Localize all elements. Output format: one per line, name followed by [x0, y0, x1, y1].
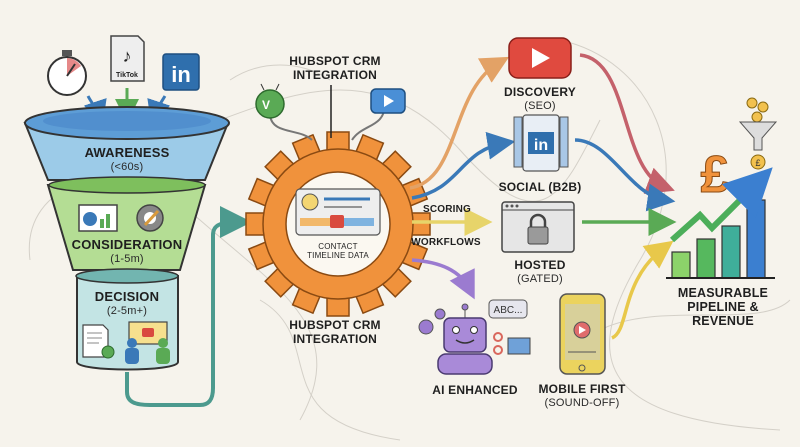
funnel-awareness [23, 106, 230, 181]
svg-text:V: V [262, 98, 270, 112]
hosted-lock-browser-icon [501, 201, 575, 253]
scissors-film-icon [493, 332, 531, 355]
channel-mobile-label: MOBILE FIRST (SOUND-OFF) [538, 382, 626, 409]
funnel-consideration [46, 176, 207, 271]
background-doodles [28, 39, 791, 441]
revenue-bar [721, 225, 741, 279]
channel-discovery-label: DISCOVERY (SEO) [503, 85, 577, 112]
svg-text:in: in [534, 137, 548, 154]
flow-scoring-label: SCORING [422, 204, 472, 215]
outcome-label: MEASURABLE PIPELINE & REVENUE [677, 286, 769, 328]
svg-text:♪: ♪ [123, 46, 132, 66]
ai-speech-bubble: ABC... [494, 305, 523, 316]
revenue-bar [696, 238, 716, 279]
revenue-bar [671, 251, 691, 279]
video-play-plugin-icon [370, 88, 406, 114]
decision-to-hub-connector [125, 206, 252, 407]
channel-ai-label: AI ENHANCED [432, 383, 518, 397]
hub-bottom-label: HUBSPOT CRM INTEGRATION [289, 318, 381, 346]
stopwatch-icon [47, 50, 87, 96]
tiktok-icon: ♪ TikTok [110, 35, 145, 82]
discovery-youtube-icon [508, 37, 572, 79]
coin-funnel-icon: £ [738, 97, 778, 170]
flow-workflows-label: WORKFLOWS [411, 237, 481, 248]
channel-hosted-label: HOSTED (GATED) [514, 258, 566, 285]
svg-text:£: £ [755, 158, 760, 168]
hubspot-gear [245, 131, 431, 317]
funnel-decision [75, 268, 179, 371]
stage-consideration-label: CONSIDERATION (1-5m) [71, 237, 183, 266]
linkedin-icon: in [162, 53, 200, 91]
svg-text:in: in [171, 62, 191, 87]
channel-social-label: SOCIAL (B2B) [498, 180, 582, 194]
revenue-chart: £ £ [666, 97, 778, 279]
mobile-first-phone-icon [559, 293, 606, 375]
social-linkedin-phone-icon: in [513, 114, 569, 172]
revenue-bar [746, 199, 766, 279]
vidyard-plugin-icon: V [255, 83, 285, 119]
handshake-video-icon [125, 321, 170, 364]
gear-wrench-icon [136, 204, 164, 232]
ai-robot-icon: ABC... [418, 299, 531, 375]
signed-document-icon [82, 324, 115, 359]
stage-awareness-label: AWARENESS (<60s) [84, 145, 170, 174]
stage-decision-label: DECISION (2-5m+) [94, 289, 160, 318]
hub-top-label: HUBSPOT CRM INTEGRATION [289, 54, 381, 82]
svg-text:TikTok: TikTok [116, 72, 138, 79]
svg-text:£: £ [701, 146, 730, 204]
hub-card-label: CONTACT TIMELINE DATA [307, 242, 369, 260]
contact-timeline-card [295, 188, 381, 236]
hub-flows [409, 53, 677, 340]
